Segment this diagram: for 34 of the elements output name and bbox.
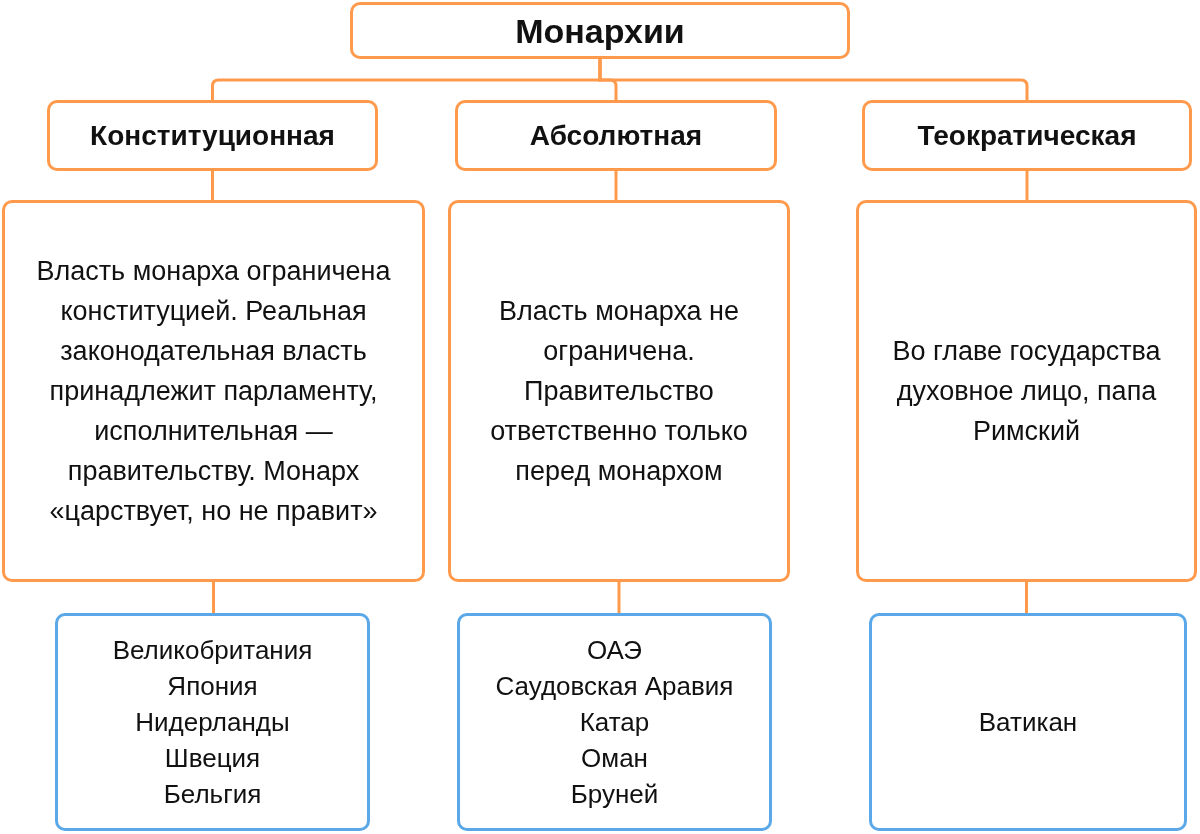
heading-text: Абсолютная — [529, 118, 703, 153]
description-text: Власть монарха ограничена конституцией. Реальная законодательная власть принадлежит парламенту, исполнительная — правительству. Монарх «царствует, но не правит» — [35, 255, 392, 528]
country-name: ОАЭ — [586, 634, 643, 667]
description-text: Во главе государства духовное лицо, папа Римский — [891, 335, 1162, 448]
connector-line — [614, 171, 618, 200]
connector-line — [1025, 582, 1028, 613]
country-list-box — [457, 613, 772, 831]
description-text: Власть монарха не ограничена. Правительство ответственно только перед монархом — [489, 295, 749, 488]
description-box — [448, 200, 790, 582]
country-name: Оман — [581, 742, 648, 775]
category-box — [47, 100, 378, 171]
country-name: Саудовская Аравия — [495, 670, 734, 703]
heading-text: Теократическая — [917, 118, 1137, 153]
country-name: Бруней — [570, 778, 659, 811]
country-list-box — [869, 613, 1187, 831]
heading-text: Конституционная — [90, 118, 335, 153]
country-name: Швеция — [164, 742, 261, 775]
country-name: Ватикан — [978, 706, 1078, 739]
country-list-box — [55, 613, 370, 831]
country-name: Катар — [579, 706, 650, 739]
description-box — [856, 200, 1197, 582]
country-name: Япония — [167, 670, 258, 703]
country-name: Нидерланды — [135, 706, 290, 739]
title-text: Монархии — [515, 10, 685, 51]
country-name: Бельгия — [163, 778, 262, 811]
description-box — [2, 200, 425, 582]
connector-line — [211, 171, 214, 200]
root-box — [350, 2, 850, 59]
connector-line — [617, 582, 621, 613]
country-name: Великобритания — [112, 634, 313, 667]
connector-line — [1025, 171, 1029, 200]
category-box — [455, 100, 777, 171]
connector-line — [212, 582, 215, 613]
category-box — [862, 100, 1192, 171]
